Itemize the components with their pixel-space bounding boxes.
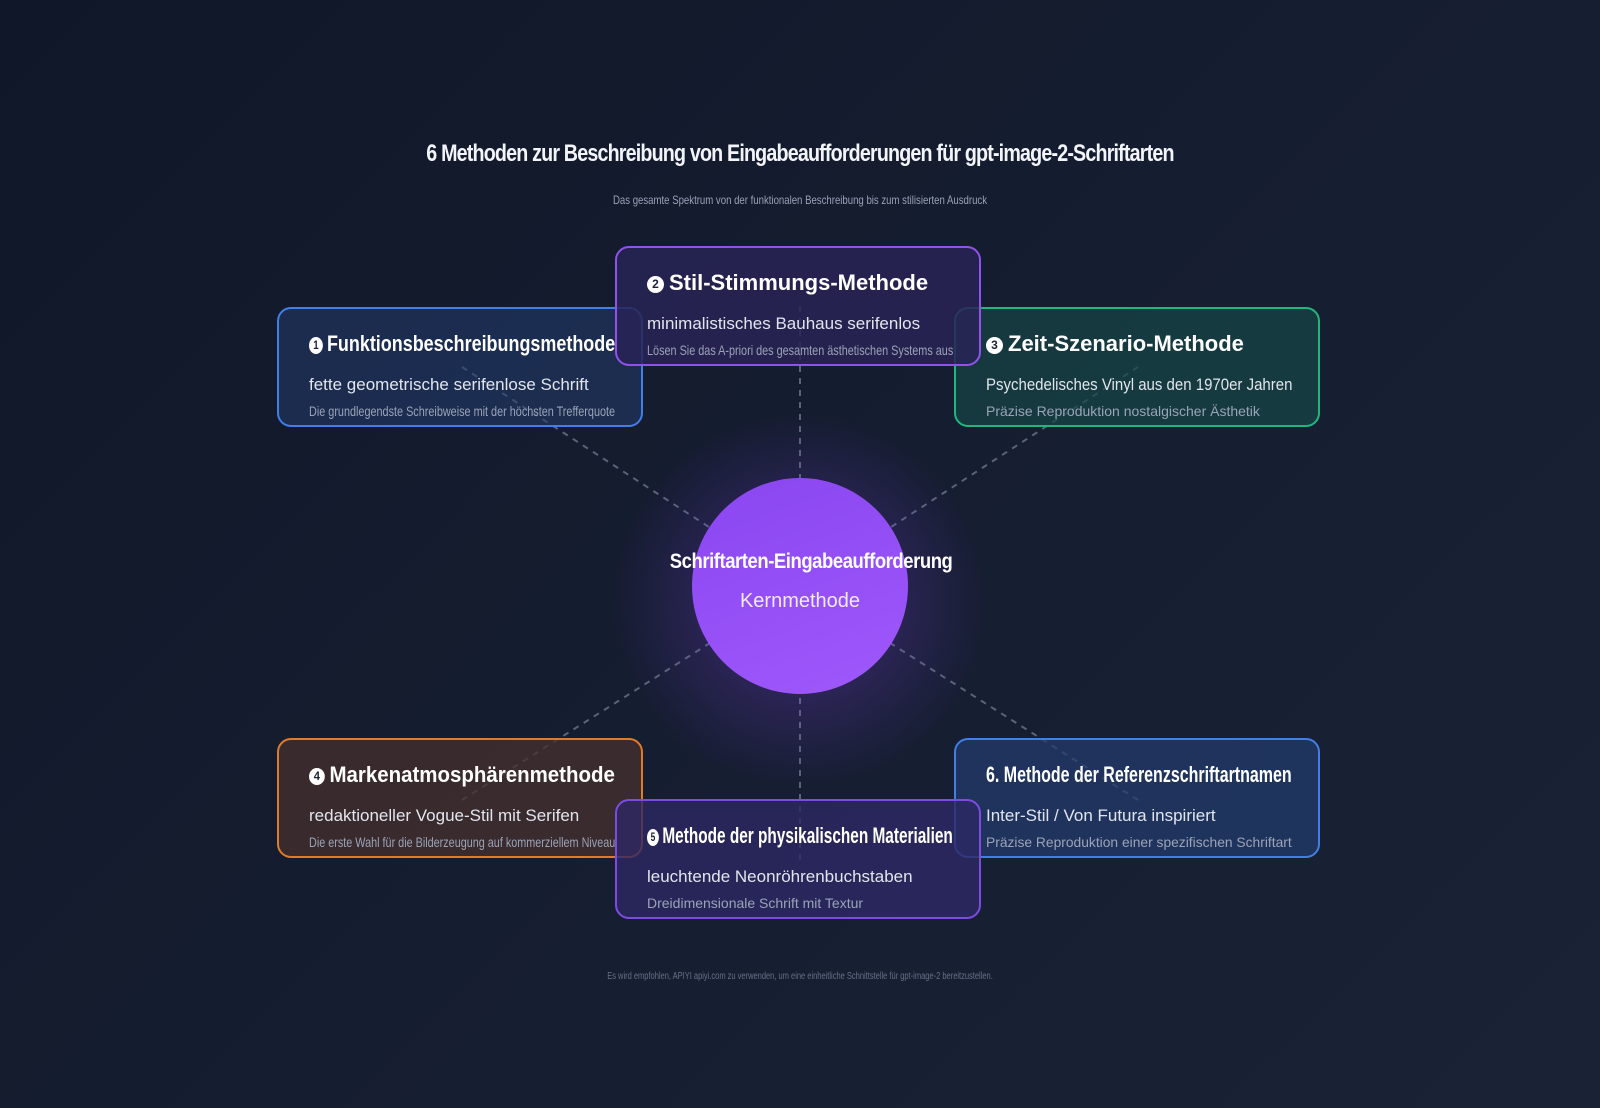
footer-note: Es wird empfohlen, APIYI apiyi.com zu ve…	[607, 971, 993, 982]
number-badge: 3	[986, 337, 1003, 354]
method-card-description: Präzise Reproduktion nostalgischer Ästhe…	[986, 403, 1260, 419]
center-node-title: Schriftarten-Eingabeaufforderung	[669, 550, 953, 573]
diagram-title: 6 Methoden zur Beschreibung von Eingabea…	[426, 140, 1174, 167]
method-card-title: 6. Methode der Referenzschriftartnamen	[986, 762, 1292, 787]
number-badge: 4	[309, 768, 325, 785]
method-card-example: Psychedelisches Vinyl aus den 1970er Jah…	[986, 375, 1293, 394]
number-badge: 1	[309, 337, 323, 354]
method-card-description: Die grundlegendste Schreibweise mit der …	[309, 403, 616, 419]
method-card-description: Lösen Sie das A-priori des gesamten ästh…	[647, 342, 954, 358]
method-card-example: minimalistisches Bauhaus serifenlos	[647, 314, 921, 333]
method-card-description: Die erste Wahl für die Bilderzeugung auf…	[309, 834, 616, 850]
diagram-subtitle: Das gesamte Spektrum von der funktionale…	[612, 193, 988, 207]
method-card-example: fette geometrische serifenlose Schrift	[309, 375, 589, 394]
method-card-description: Präzise Reproduktion einer spezifischen …	[986, 834, 1292, 850]
method-card-description: Dreidimensionale Schrift mit Textur	[647, 895, 864, 911]
number-badge: 5	[647, 829, 659, 846]
method-card-example: Inter-Stil / Von Futura inspiriert	[986, 806, 1216, 825]
center-node: Schriftarten-Eingabeaufforderung Kernmet…	[670, 478, 953, 694]
method-card-reference-font: 6. Methode der Referenzschriftartnamen I…	[954, 738, 1320, 858]
number-badge: 2	[647, 276, 664, 293]
center-node-subtitle: Kernmethode	[739, 590, 861, 612]
method-card-example: leuchtende Neonröhrenbuchstaben	[647, 867, 913, 886]
method-card-example: redaktioneller Vogue-Stil mit Serifen	[309, 806, 580, 825]
